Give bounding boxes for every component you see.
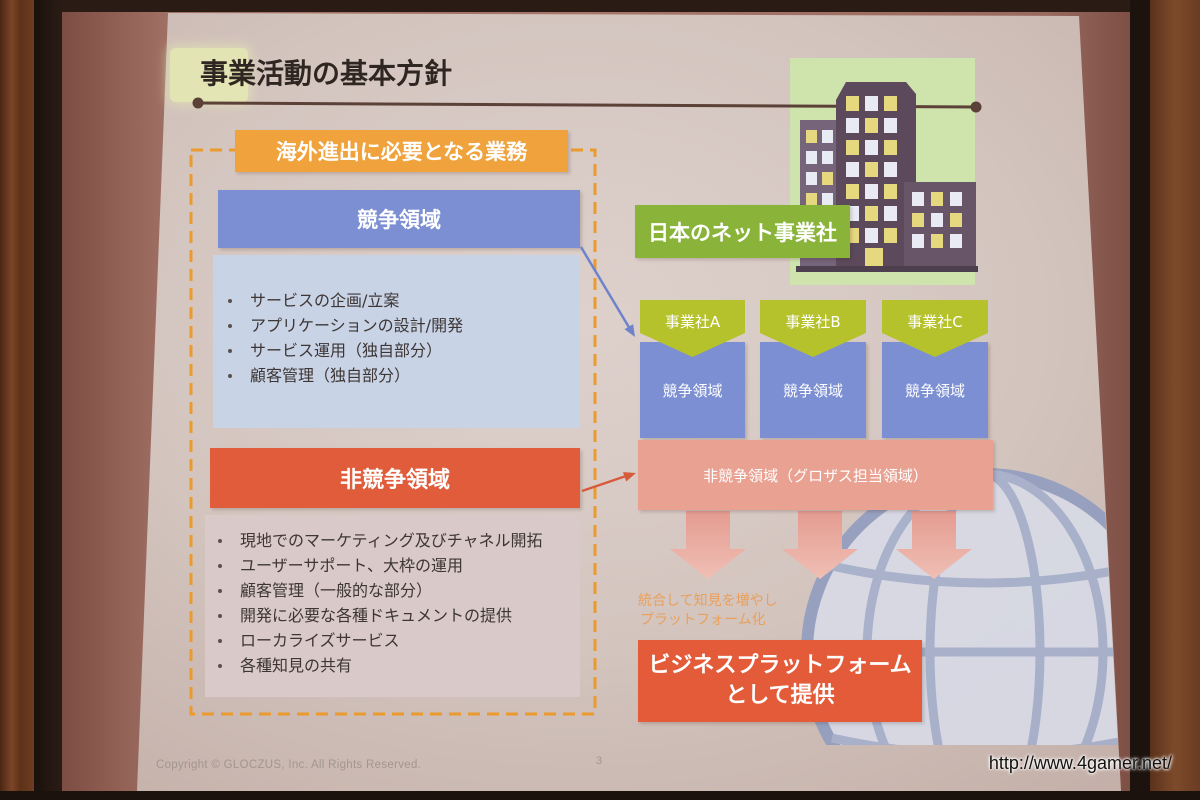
screen-frame-bottom <box>0 791 1200 800</box>
non-competitive-arrow-shaft <box>581 474 627 493</box>
building-window <box>865 184 878 199</box>
building-window <box>806 193 817 206</box>
business-platform-line: ビジネスプラットフォーム <box>648 653 912 678</box>
competitive-arrow-head <box>624 324 635 337</box>
list-item: ローカライズサービス <box>218 628 580 653</box>
copyright-notice: Copyright © GLOCZUS, Inc. All Rights Res… <box>156 759 422 771</box>
shared-non-competitive-area: 非競争領域（グロザス担当領域） <box>638 440 993 510</box>
building-window <box>912 234 924 248</box>
screen-frame-left <box>34 0 62 800</box>
building-window <box>865 140 878 155</box>
page-number: 3 <box>596 755 603 767</box>
wall-panel-right <box>1150 0 1200 800</box>
list-item: 顧客管理（独自部分） <box>228 363 580 388</box>
building-window <box>846 184 859 199</box>
company-a-competitive-area: 競争領域 <box>640 342 745 438</box>
screen-frame-top <box>62 0 1130 12</box>
building-window <box>822 193 833 206</box>
building-window <box>912 213 924 227</box>
building-window <box>806 151 817 164</box>
integration-note-line: 統合して知見を増やし <box>638 593 778 609</box>
building-window <box>884 118 897 133</box>
building-window <box>865 96 878 111</box>
list-item: 現地でのマーケティング及びチャネル開拓 <box>218 528 580 553</box>
building-window <box>865 162 878 177</box>
list-item: ユーザーサポート、大枠の運用 <box>218 553 580 578</box>
wall-panel-left <box>0 0 34 800</box>
non-competitive-task-list: 現地でのマーケティング及びチャネル開拓 ユーザーサポート、大枠の運用 顧客管理（… <box>205 515 580 697</box>
building-window <box>865 206 878 221</box>
building-window <box>865 118 878 133</box>
building-window <box>931 192 943 206</box>
building-window <box>950 192 962 206</box>
non-competitive-area-label: 非競争領域 <box>210 448 580 508</box>
building-window <box>912 192 924 206</box>
integration-note-line: プラットフォーム化 <box>640 612 766 628</box>
building-window <box>931 234 943 248</box>
list-item: サービス運用（独自部分） <box>228 338 580 363</box>
down-arrow-b <box>782 511 858 579</box>
title-underline-dot-right <box>970 101 982 113</box>
japanese-net-company-label: 日本のネット事業社 <box>635 205 850 258</box>
building-window <box>846 96 859 111</box>
list-item: アプリケーションの設計/開発 <box>228 313 580 338</box>
building-window <box>846 118 859 133</box>
business-platform-box: ビジネスプラットフォーム として提供 <box>638 640 922 722</box>
non-competitive-arrow-head <box>623 472 636 482</box>
required-tasks-header: 海外進出に必要となる業務 <box>235 130 568 172</box>
building-window <box>806 130 817 143</box>
building-window <box>884 206 897 221</box>
title-highlight <box>170 48 248 102</box>
company-b-competitive-area: 競争領域 <box>760 342 866 438</box>
title-underline-dot-left <box>192 97 204 109</box>
building-window <box>950 234 962 248</box>
building-window <box>846 140 859 155</box>
building-window <box>822 172 833 185</box>
integration-note: 統合して知見を増やし プラットフォーム化 <box>638 592 778 630</box>
building-window <box>884 162 897 177</box>
building-window <box>884 140 897 155</box>
building-window <box>884 228 897 243</box>
company-c-competitive-area: 競争領域 <box>882 342 988 438</box>
competitive-arrow-shaft <box>579 246 632 330</box>
building-window <box>884 184 897 199</box>
slide-title: 事業活動の基本方針 <box>200 57 453 90</box>
building-window <box>806 172 817 185</box>
globe-latitude <box>831 561 1118 588</box>
building-window <box>931 213 943 227</box>
list-item: 顧客管理（一般的な部分） <box>218 578 580 603</box>
list-item: 開発に必要な各種ドキュメントの提供 <box>218 603 580 628</box>
building-window <box>846 162 859 177</box>
building-window <box>822 151 833 164</box>
building-window <box>950 213 962 227</box>
business-platform-line: として提供 <box>725 683 835 708</box>
screen-frame-right <box>1130 0 1150 800</box>
building-base <box>796 266 978 272</box>
building-window <box>822 130 833 143</box>
down-arrow-c <box>896 511 972 579</box>
building-window <box>884 96 897 111</box>
competitive-area-label: 競争領域 <box>218 190 580 248</box>
list-item: サービスの企画/立案 <box>228 288 580 313</box>
building-window <box>865 228 878 243</box>
competitive-task-list: サービスの企画/立案 アプリケーションの設計/開発 サービス運用（独自部分） 顧… <box>213 255 580 428</box>
site-watermark: http://www.4gamer.net/ <box>988 753 1172 773</box>
building-door <box>865 248 883 270</box>
list-item: 各種知見の共有 <box>218 653 580 678</box>
down-arrow-a <box>670 511 746 579</box>
